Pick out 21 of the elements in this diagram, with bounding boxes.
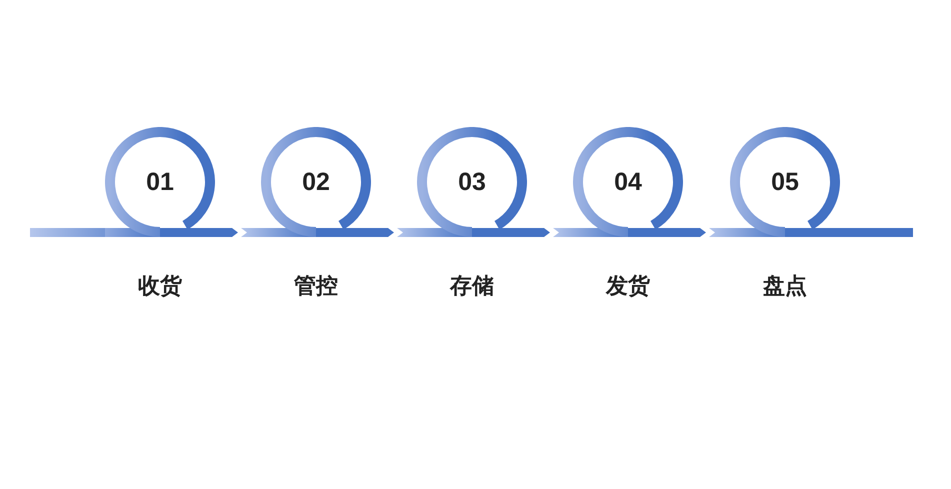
step-label: 发货: [604, 273, 651, 301]
arrow: [215, 228, 238, 237]
step-number: 01: [145, 167, 175, 197]
arrow: [371, 228, 394, 237]
step-ring: [241, 127, 371, 237]
ribbon-line: [30, 228, 105, 237]
step-ring: [397, 127, 527, 237]
step-number: 04: [613, 167, 643, 197]
step-label: 存储: [448, 273, 495, 301]
step-label: 收货: [137, 273, 183, 301]
step-number: 05: [770, 167, 800, 197]
step-ring: [709, 127, 840, 237]
ribbon-line: [840, 228, 913, 237]
step-ring: [105, 127, 215, 237]
arrow: [683, 228, 706, 237]
step-label: 管控: [293, 273, 339, 301]
step-number: 02: [301, 167, 331, 197]
arrow: [527, 228, 550, 237]
step-number: 03: [457, 167, 487, 197]
step-label: 盘点: [762, 273, 808, 301]
step-ring: [553, 127, 683, 237]
